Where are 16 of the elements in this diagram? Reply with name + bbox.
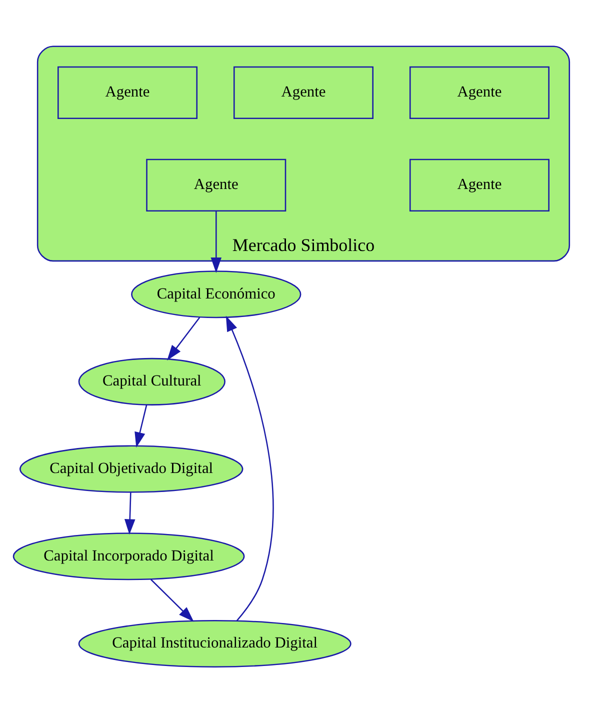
arrow [210, 210, 222, 272]
node-box: Agente [58, 66, 198, 118]
node-box: Agente [409, 158, 550, 211]
node-box: Agente [409, 66, 550, 118]
arrow [167, 316, 200, 360]
node-ellipse: Capital Objetivado Digital [19, 444, 244, 492]
arrow [150, 578, 194, 622]
node-ellipse: Capital Incorporado Digital [12, 532, 245, 580]
arrow [226, 315, 274, 621]
arrow [134, 404, 148, 448]
node-box: Agente [233, 66, 374, 118]
node-ellipse: Capital Institucionalizado Digital [78, 619, 352, 667]
arrow [124, 492, 136, 534]
node-ellipse: Capital Cultural [78, 357, 226, 405]
node-ellipse: Capital Económico [131, 270, 302, 318]
node-box: Agente [146, 158, 286, 211]
